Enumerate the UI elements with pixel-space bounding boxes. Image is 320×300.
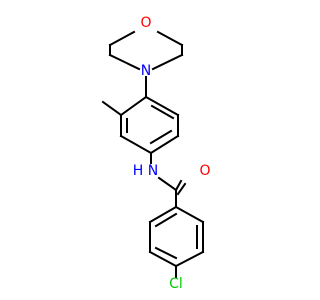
bond <box>154 212 178 228</box>
bond <box>148 205 178 224</box>
bond <box>149 129 173 145</box>
carbonyl-oxygen-label: O <box>199 163 210 179</box>
bond <box>108 30 136 47</box>
bond <box>144 95 180 117</box>
bond <box>176 182 187 196</box>
bond <box>174 179 183 192</box>
chlorophenyl-ring <box>148 205 205 268</box>
bond <box>149 134 180 155</box>
bond <box>174 250 205 268</box>
bond <box>157 176 178 192</box>
bond <box>108 53 141 71</box>
bond <box>119 95 148 117</box>
oxygen-atom-label: O <box>140 15 151 31</box>
chlorine-atom-label: Cl <box>169 276 183 292</box>
morpholine-ring <box>108 30 184 71</box>
chemical-structure-diagram: O N N H O Cl <box>101 15 211 292</box>
amide-nitrogen-label: N <box>148 163 158 179</box>
methyl-bond <box>101 100 123 117</box>
bond <box>174 205 205 224</box>
bond <box>150 104 175 120</box>
bond <box>154 246 178 260</box>
bond <box>151 53 184 71</box>
bond <box>119 134 153 155</box>
aniline-ring <box>119 95 180 155</box>
nitrogen-atom-label: N <box>141 63 151 79</box>
bond <box>148 250 178 268</box>
bond <box>156 30 184 47</box>
amide-hydrogen-label: H <box>133 163 144 179</box>
